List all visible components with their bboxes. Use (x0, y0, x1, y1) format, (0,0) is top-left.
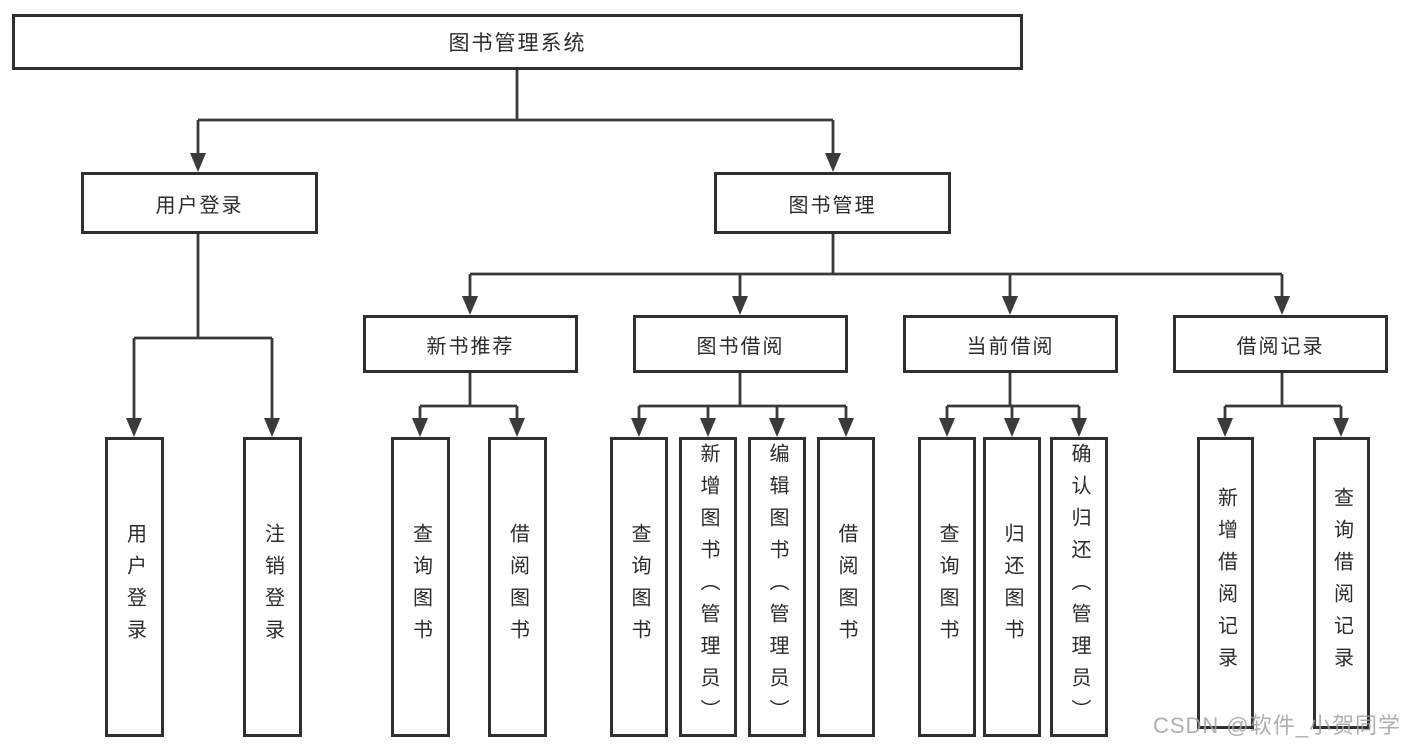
node-label: 归还图书 (1001, 523, 1023, 651)
connector-book-borrowing-split (631, 373, 854, 437)
node-label: 新书推荐 (426, 335, 515, 358)
node-book-management: 图书管理 (714, 172, 951, 234)
node-leaf-logout: 注销登录 (243, 437, 302, 737)
node-leaf-query-books-current: 查询图书 (918, 437, 976, 737)
node-leaf-add-book-admin: 新增图书（管理员） (679, 437, 737, 737)
node-leaf-borrow-books-recommend: 借阅图书 (488, 437, 547, 737)
csdn-watermark: CSDN @软件_小贺同学 (1152, 713, 1401, 738)
node-borrowing-records: 借阅记录 (1173, 315, 1388, 373)
node-label: 新增图书（管理员） (697, 443, 719, 731)
node-label: 编辑图书（管理员） (766, 443, 788, 731)
node-label: 用户登录 (123, 523, 146, 651)
connector-new-book-recommend-split (412, 373, 525, 437)
node-label: 图书管理 (788, 194, 877, 217)
node-leaf-edit-book-admin: 编辑图书（管理员） (748, 437, 806, 737)
node-label: 注销登录 (261, 523, 284, 651)
node-label: 查询图书 (628, 523, 650, 651)
node-leaf-add-borrow-record: 新增借阅记录 (1197, 437, 1254, 729)
node-label: 查询借阅记录 (1330, 487, 1353, 679)
connector-root-split (190, 70, 841, 172)
node-label: 借阅记录 (1236, 335, 1325, 358)
node-label: 查询图书 (409, 523, 432, 651)
node-new-book-recommend: 新书推荐 (363, 315, 578, 373)
node-leaf-query-books-recommend: 查询图书 (391, 437, 450, 737)
node-label: 图书借阅 (696, 335, 785, 358)
node-leaf-return-books: 归还图书 (983, 437, 1041, 737)
connector-book-management-split (462, 234, 1290, 315)
node-label: 图书管理系统 (448, 32, 587, 55)
connector-current-borrowing-split (939, 373, 1087, 437)
node-label: 借阅图书 (506, 523, 529, 651)
node-library-management-system: 图书管理系统 (12, 14, 1023, 70)
node-leaf-query-borrow-record: 查询借阅记录 (1313, 437, 1370, 729)
node-current-borrowing: 当前借阅 (903, 315, 1118, 373)
node-leaf-user-login: 用户登录 (105, 437, 164, 737)
node-label: 新增借阅记录 (1214, 487, 1237, 679)
node-label: 借阅图书 (835, 523, 857, 651)
node-user-login: 用户登录 (81, 172, 318, 234)
node-label: 查询图书 (936, 523, 958, 651)
node-label: 当前借阅 (966, 335, 1055, 358)
node-leaf-borrow-books-borrowing: 借阅图书 (817, 437, 875, 737)
node-book-borrowing: 图书借阅 (633, 315, 848, 373)
connector-borrowing-records-split (1217, 373, 1349, 437)
node-label: 用户登录 (155, 194, 244, 217)
connector-user-login-split (126, 234, 280, 437)
node-leaf-query-books-borrowing: 查询图书 (610, 437, 668, 737)
node-leaf-confirm-return-admin: 确认归还（管理员） (1050, 437, 1108, 737)
node-label: 确认归还（管理员） (1068, 443, 1090, 731)
